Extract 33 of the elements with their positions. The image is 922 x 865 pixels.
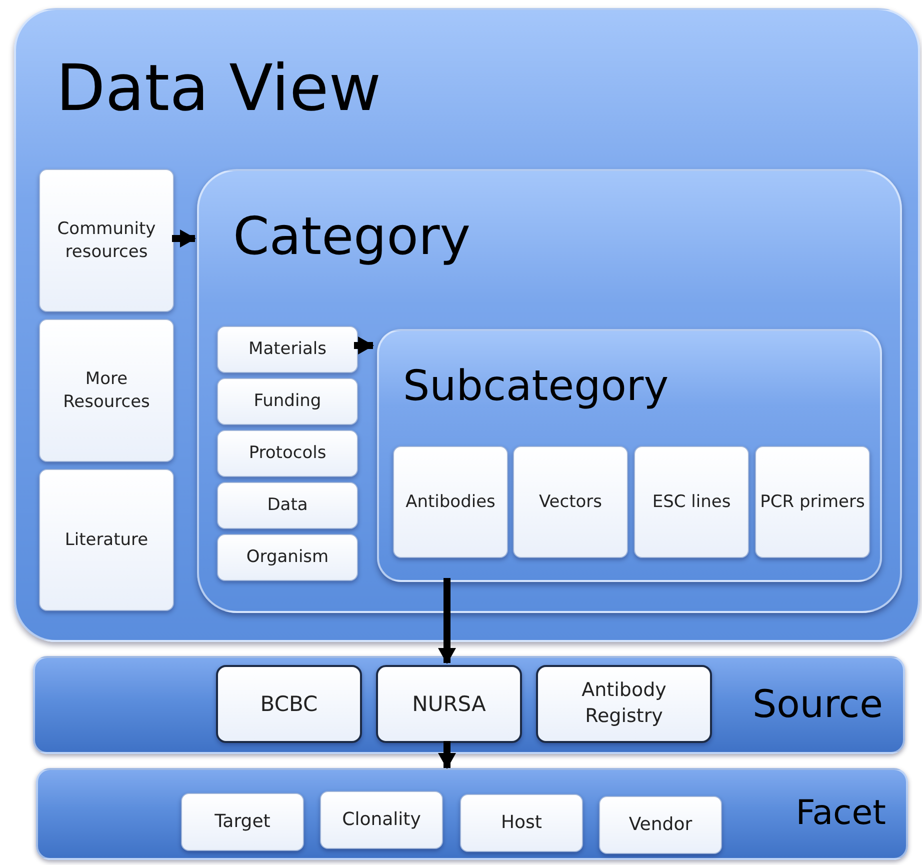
item-box: Clonality: [320, 791, 443, 849]
item-box: Host: [460, 794, 583, 852]
panel-title: Category: [233, 209, 471, 266]
panel-title: Subcategory: [403, 363, 669, 410]
panel-title: Data View: [56, 54, 382, 124]
group-panel: [14, 8, 920, 642]
arrow: [438, 578, 456, 664]
source-box: Antibody Registry: [536, 665, 712, 743]
source-box: BCBC: [216, 665, 362, 743]
item-box: Literature: [39, 469, 174, 611]
item-box: Protocols: [217, 430, 358, 477]
arrow: [354, 336, 374, 354]
item-box: Vendor: [599, 796, 722, 854]
group-panel: [377, 329, 882, 582]
item-box: Community resources: [39, 169, 174, 312]
item-box: Materials: [217, 326, 358, 373]
item-box: Data: [217, 482, 358, 529]
arrow: [438, 741, 456, 769]
item-box: ESC lines: [634, 446, 749, 558]
band-title: Facet: [796, 795, 886, 833]
item-box: More Resources: [39, 319, 174, 462]
source-box: NURSA: [376, 665, 522, 743]
arrow: [172, 230, 196, 248]
band-title: Source: [752, 684, 883, 726]
item-box: Vectors: [513, 446, 628, 558]
item-box: PCR primers: [755, 446, 870, 558]
item-box: Target: [181, 793, 304, 851]
group-panel: [197, 169, 902, 613]
item-box: Organism: [217, 534, 358, 581]
item-box: Antibodies: [393, 446, 508, 558]
layer-band: [36, 768, 908, 860]
layer-band: [33, 656, 905, 754]
item-box: Funding: [217, 378, 358, 425]
